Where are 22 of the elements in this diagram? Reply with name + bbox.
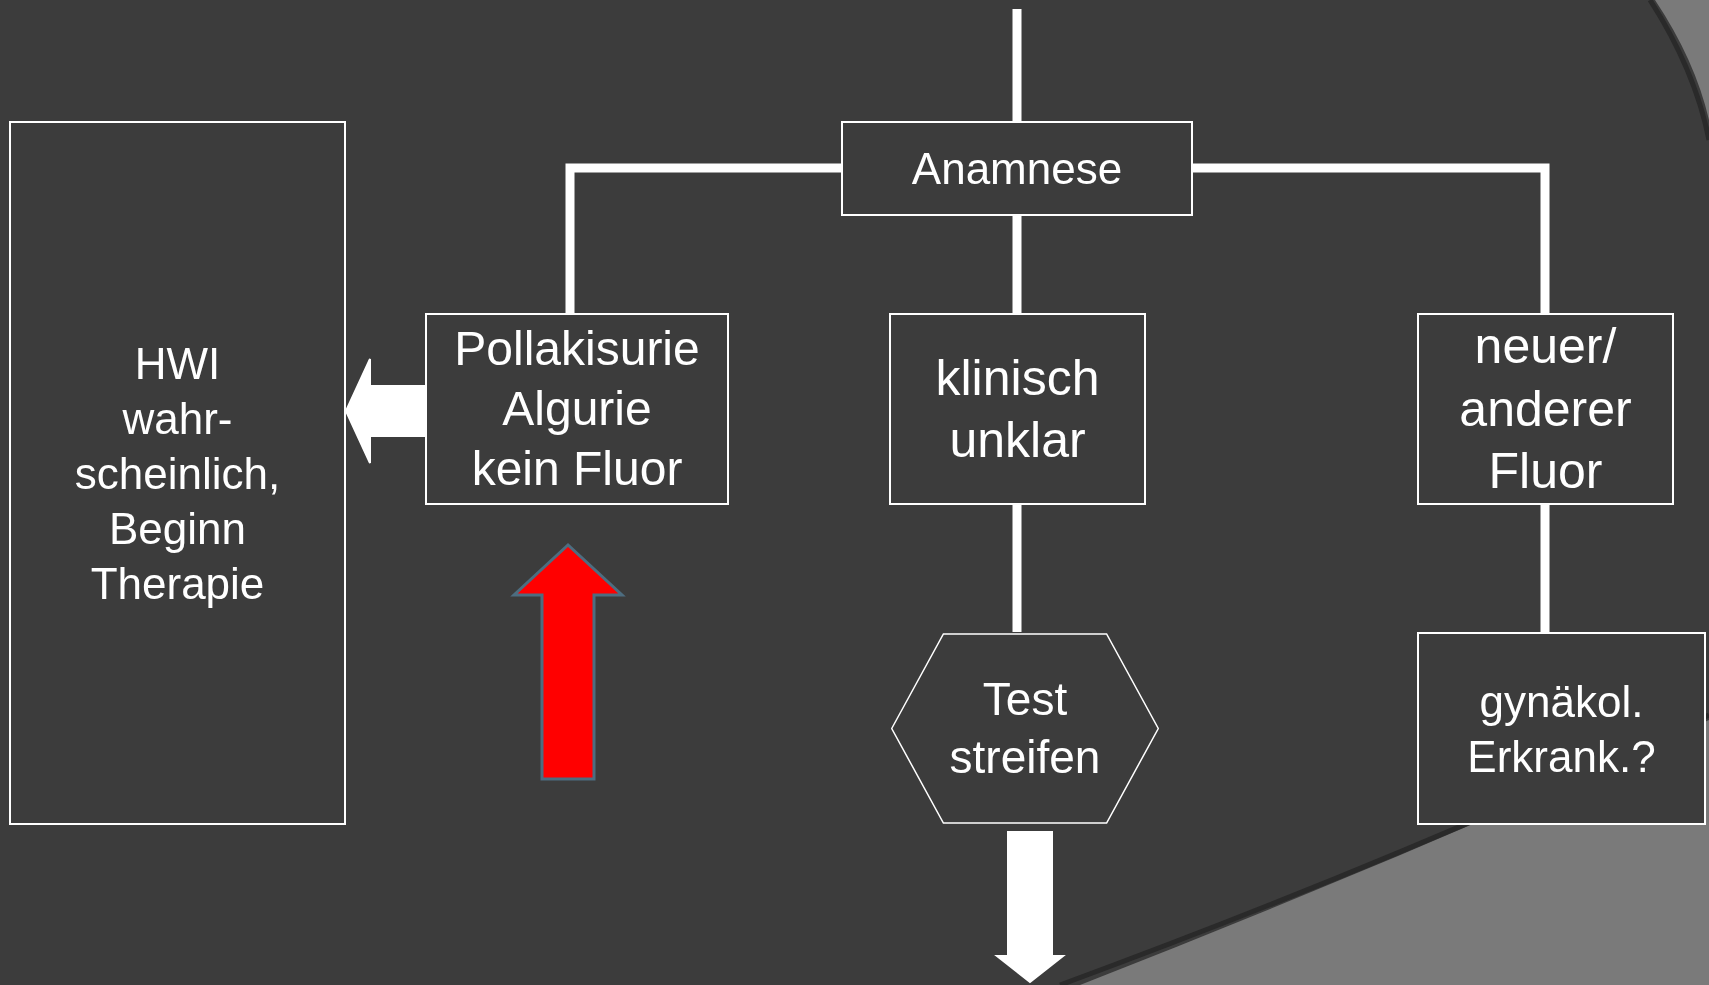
node-label: Pollakisurie Algurie kein Fluor: [453, 321, 701, 497]
node-label: Anamnese: [911, 143, 1123, 195]
connector-line: [1012, 216, 1022, 313]
node-label: klinisch unklar: [934, 348, 1101, 470]
node-label: gynäkol. Erkrank.?: [1466, 675, 1657, 783]
process-box: [425, 313, 729, 505]
process-box: [889, 313, 1146, 505]
connector-line: [565, 163, 841, 313]
process-box: [841, 121, 1193, 216]
process-box: [9, 121, 346, 825]
block-arrow: [994, 831, 1066, 984]
block-arrow: [344, 358, 426, 464]
connector-line: [1012, 9, 1022, 121]
connector-line: [1193, 163, 1550, 313]
connector-line: [1012, 505, 1022, 632]
node-label: Test streifen: [948, 672, 1102, 785]
connector-line: [1540, 505, 1550, 632]
block-arrow: [510, 542, 626, 781]
process-box: [1417, 632, 1706, 825]
node-label: neuer/ anderer Fluor: [1458, 317, 1633, 502]
process-box: [1417, 313, 1674, 505]
node-label: HWI wahr- scheinlich, Beginn Therapie: [74, 337, 281, 610]
